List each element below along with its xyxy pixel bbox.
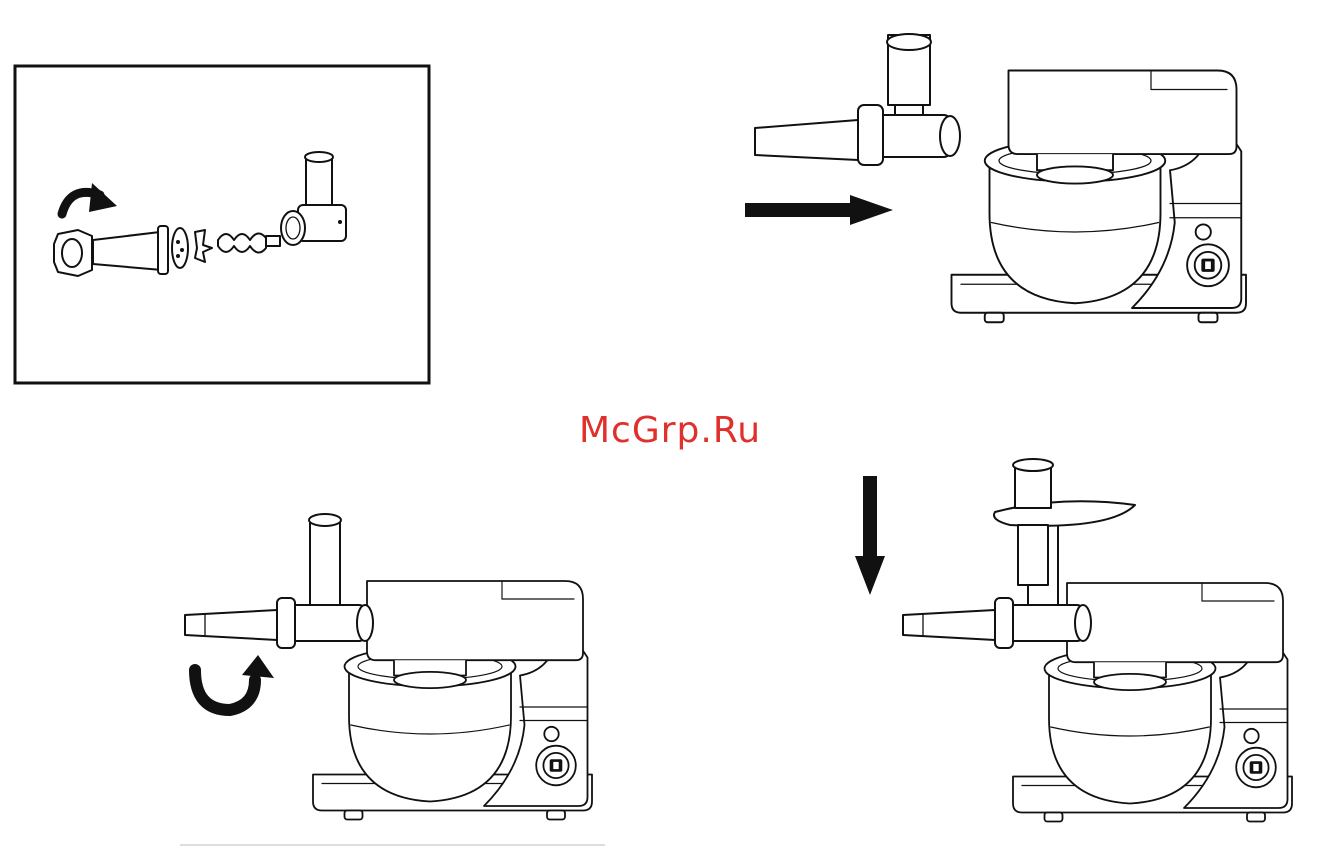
curved-rotate-up-arrow-icon [195,655,274,710]
bold-right-arrow-icon [745,195,893,225]
attach-step-panel [745,34,1246,322]
cutting-plate-part [172,228,188,268]
lock-ring-part [54,230,92,276]
watermark-text: McGrp.Ru [579,410,761,451]
food-tray-part [994,459,1135,585]
bold-down-arrow-icon [855,476,885,595]
watermark: McGrp.Ru [540,410,800,451]
exploded-view-panel [15,66,429,383]
rotate-lock-panel [185,514,592,820]
tray-step-panel [855,459,1292,822]
